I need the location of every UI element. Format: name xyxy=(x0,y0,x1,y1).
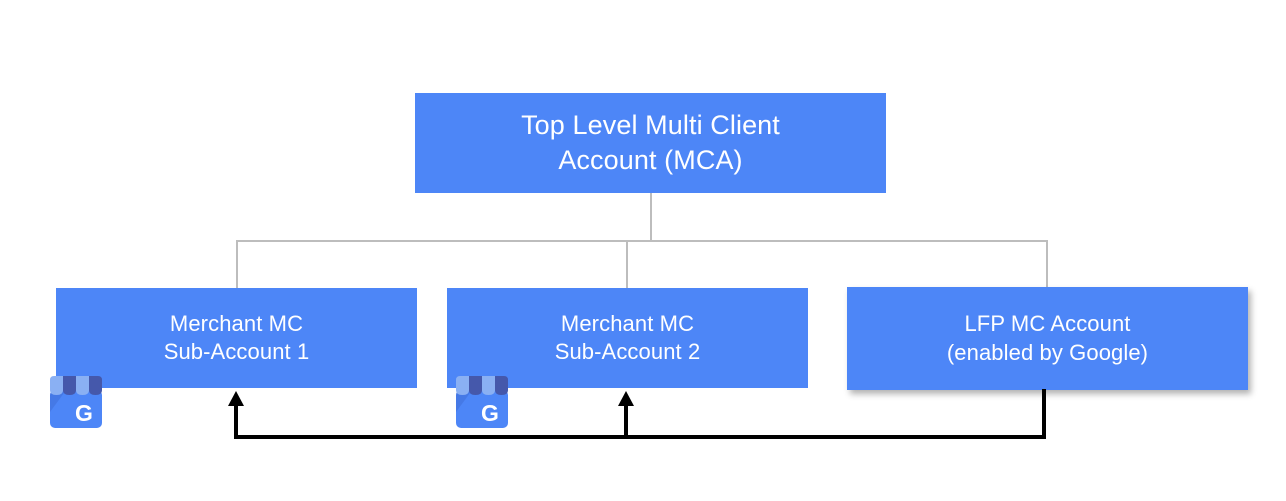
node-lfp-mc-account[interactable]: LFP MC Account (enabled by Google) xyxy=(847,287,1248,390)
connector-horizontal-bar xyxy=(236,240,1048,242)
google-business-profile-icon: G xyxy=(456,376,508,428)
feedback-line-up-sub-account-2 xyxy=(624,400,628,437)
svg-text:G: G xyxy=(481,400,499,426)
feedback-line-lfp-down xyxy=(1042,389,1046,439)
feedback-line-up-sub-account-1 xyxy=(234,400,238,437)
connector-drop-sub-account-2 xyxy=(626,240,628,289)
node-merchant-sub-account-1[interactable]: Merchant MC Sub-Account 1 xyxy=(56,288,417,388)
connector-root-stem xyxy=(650,193,652,242)
node-merchant-sub-account-2-label: Merchant MC Sub-Account 2 xyxy=(554,310,701,364)
node-lfp-mc-account-label: LFP MC Account (enabled by Google) xyxy=(946,311,1149,365)
connector-drop-lfp-account xyxy=(1046,240,1048,289)
node-merchant-sub-account-1-label: Merchant MC Sub-Account 1 xyxy=(163,310,310,364)
connector-drop-sub-account-1 xyxy=(236,240,238,289)
node-top-level-mca-label: Top Level Multi Client Account (MCA) xyxy=(521,110,780,175)
node-merchant-sub-account-2[interactable]: Merchant MC Sub-Account 2 xyxy=(447,288,808,388)
arrowhead-icon-sub-account-1 xyxy=(228,391,244,406)
node-top-level-mca[interactable]: Top Level Multi Client Account (MCA) xyxy=(415,93,886,193)
arrowhead-icon-sub-account-2 xyxy=(618,391,634,406)
feedback-line-horizontal xyxy=(234,435,1046,439)
google-business-profile-icon: G xyxy=(50,376,102,428)
svg-text:G: G xyxy=(75,400,93,426)
